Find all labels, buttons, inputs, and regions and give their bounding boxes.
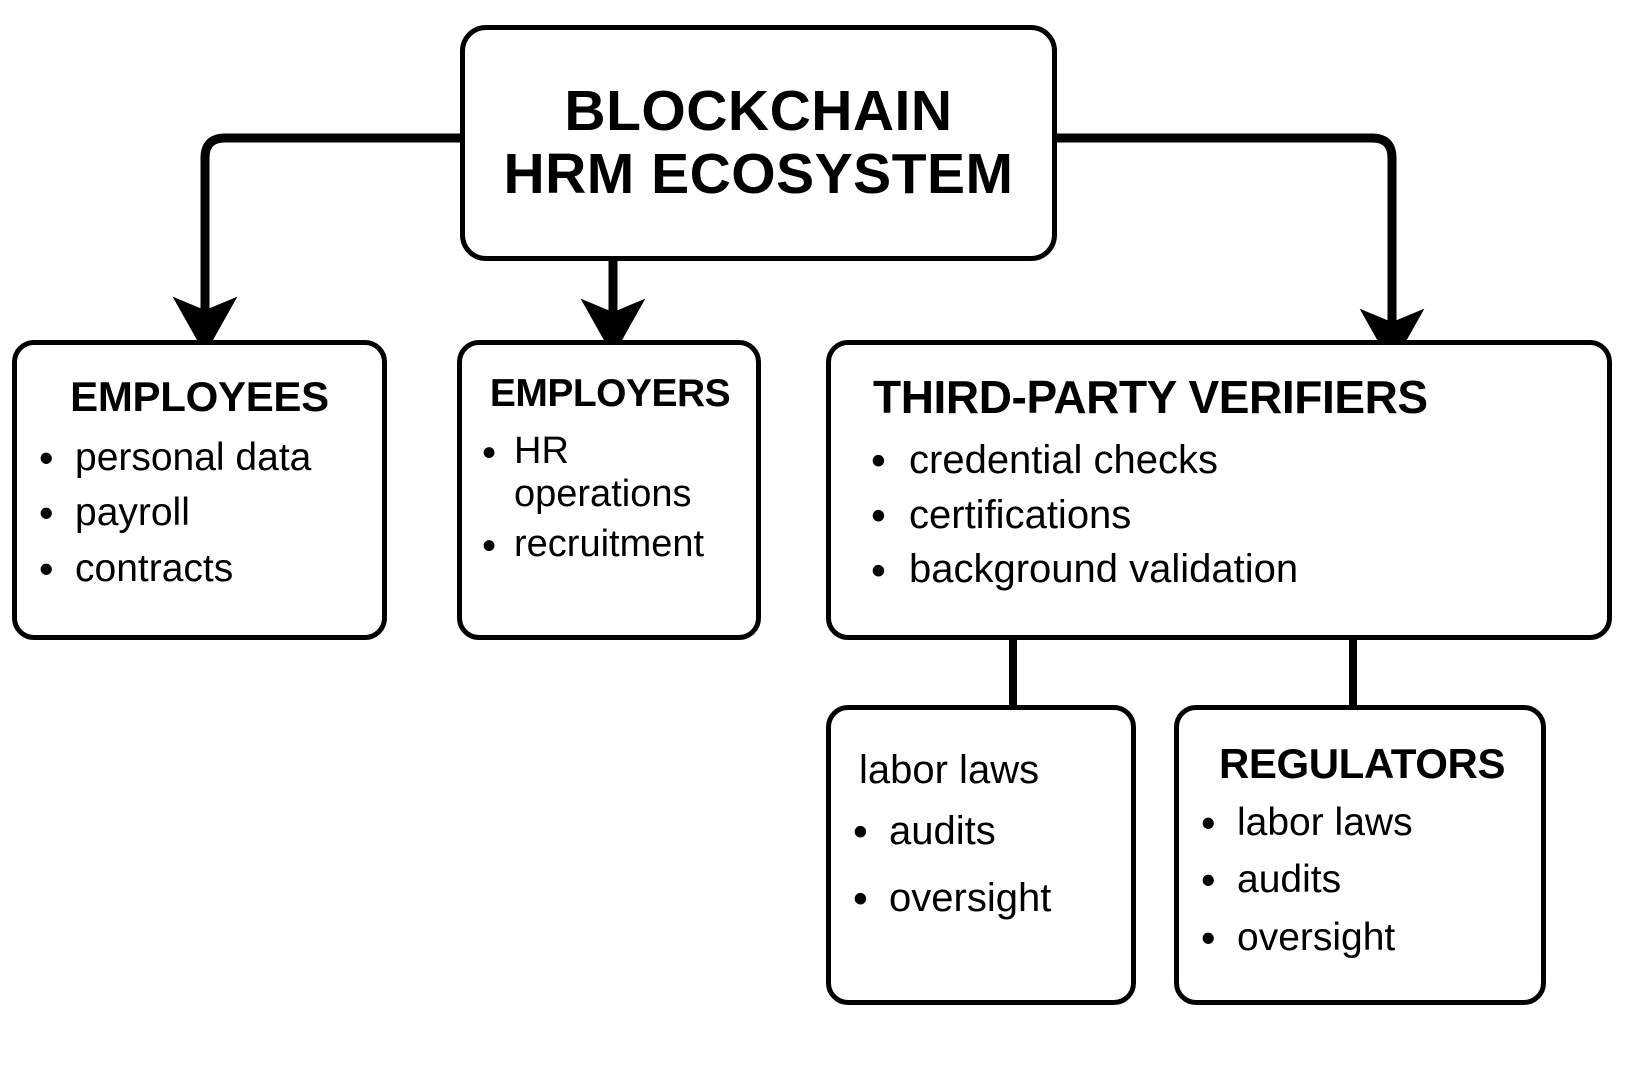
node-employers-body: EMPLOYERS HR operations recruitment — [462, 345, 756, 568]
list-item: oversight — [845, 875, 1121, 922]
node-root-title-line1: BLOCKCHAIN — [564, 79, 953, 144]
node-employees-body: EMPLOYEES personal data payroll contract… — [17, 345, 382, 592]
node-regulators-list: labor laws audits oversight — [1193, 800, 1531, 961]
list-item: credential checks — [849, 437, 1595, 484]
node-labor-laws-heading: labor laws — [859, 748, 1040, 792]
node-labor-laws[interactable]: labor laws audits oversight — [826, 705, 1136, 1005]
list-item: recruitment — [474, 523, 746, 568]
list-item: personal data — [31, 435, 368, 481]
node-employees-list: personal data payroll contracts — [31, 435, 368, 592]
list-item: contracts — [31, 546, 368, 592]
list-item: HR operations — [474, 430, 746, 515]
list-item: labor laws — [1193, 800, 1531, 846]
node-regulators[interactable]: REGULATORS labor laws audits oversight — [1174, 705, 1546, 1005]
node-regulators-title: REGULATORS — [1218, 740, 1506, 787]
list-item: audits — [1193, 857, 1531, 903]
connector-root-to-employees — [172, 133, 476, 355]
list-item: oversight — [1193, 915, 1531, 961]
node-employers-list: HR operations recruitment — [474, 430, 746, 568]
node-root-title: BLOCKCHAIN HRM ECOSYSTEM — [503, 80, 1013, 205]
list-item: audits — [845, 808, 1121, 855]
node-employers[interactable]: EMPLOYERS HR operations recruitment — [457, 340, 761, 640]
node-verifiers-title: THIRD-PARTY VERIFIERS — [873, 371, 1428, 423]
node-labor-laws-body: labor laws audits oversight — [831, 710, 1131, 922]
list-item: background validation — [849, 546, 1595, 593]
list-item: certifications — [849, 492, 1595, 539]
node-blockchain-hrm-ecosystem[interactable]: BLOCKCHAIN HRM ECOSYSTEM — [460, 25, 1057, 261]
node-verifiers-body: THIRD-PARTY VERIFIERS credential checks … — [831, 345, 1607, 594]
list-item: payroll — [31, 490, 368, 536]
node-employees[interactable]: EMPLOYEES personal data payroll contract… — [12, 340, 387, 640]
node-third-party-verifiers[interactable]: THIRD-PARTY VERIFIERS credential checks … — [826, 340, 1612, 640]
node-employees-title: EMPLOYEES — [70, 373, 329, 420]
node-labor-laws-list: labor laws audits oversight — [845, 748, 1121, 922]
node-regulators-body: REGULATORS labor laws audits oversight — [1179, 710, 1541, 961]
node-verifiers-list: credential checks certifications backgro… — [849, 437, 1595, 594]
node-employers-title: EMPLOYERS — [489, 372, 731, 415]
node-root-title-line2: HRM ECOSYSTEM — [503, 142, 1014, 206]
connector-root-to-verifiers — [1057, 133, 1425, 367]
